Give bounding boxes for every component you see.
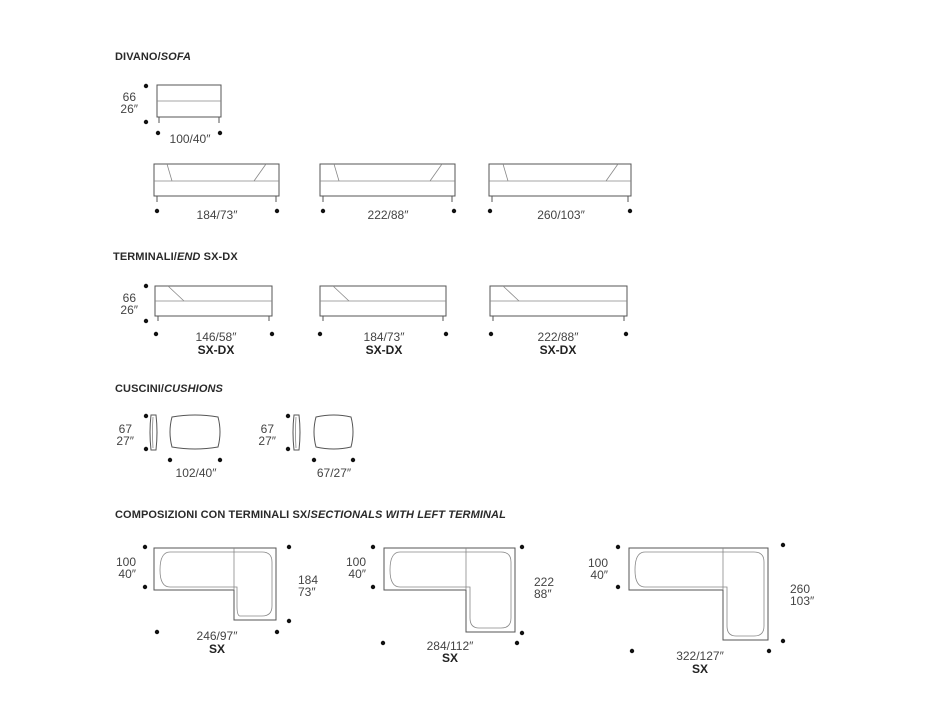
dimension-dot	[143, 83, 149, 89]
dimension-dot	[627, 208, 633, 214]
dimension-dot	[217, 457, 223, 463]
terminal-width-184: 184/73″	[363, 330, 405, 344]
sectional-side-in: 73″	[298, 585, 316, 599]
terminal-width-222: 222/88″	[537, 330, 579, 344]
dimension-dot	[370, 584, 376, 590]
dimension-dot	[629, 648, 635, 654]
dimension-dot	[285, 446, 291, 452]
dimension-dot	[167, 457, 173, 463]
dimension-dot	[274, 208, 280, 214]
dimension-dot	[443, 331, 449, 337]
cushion-height-in: 27″	[258, 434, 276, 448]
dimension-dot	[143, 318, 149, 324]
cushion-width-102: 102/40″	[175, 466, 217, 480]
sectional-depth-in: 40″	[590, 568, 608, 582]
sectional-side-cm: 222	[534, 575, 555, 589]
dimension-dot	[274, 629, 280, 635]
sofa-height-cm: 66	[122, 90, 136, 104]
dimension-dot	[615, 544, 621, 550]
sofa-width-184: 184/73″	[196, 208, 238, 222]
sectional-side-cm: 260	[790, 582, 811, 596]
dimension-dot	[350, 457, 356, 463]
dimension-dot	[488, 331, 494, 337]
sectional-side-in: 103″	[790, 594, 815, 608]
sofa-222-drawing	[319, 163, 457, 214]
sectional-284-drawing	[370, 544, 525, 646]
sectional-depth-cm: 100	[345, 555, 366, 569]
section-title-terminals: TERMINALI/END SX-DX	[113, 251, 238, 263]
terminal-222-drawing	[488, 285, 629, 337]
dimension-dot	[154, 629, 160, 635]
sectional-depth-cm: 100	[115, 555, 136, 569]
dimension-dot	[143, 413, 149, 419]
dimension-dot	[370, 544, 376, 550]
section-title-cushions: CUSCINI/CUSHIONS	[115, 383, 223, 395]
dimension-dot	[615, 584, 621, 590]
dimension-dot	[153, 331, 159, 337]
terminal-height-in: 26″	[120, 303, 138, 317]
terminal-side-label: SX-DX	[197, 343, 235, 357]
sectional-depth-cm: 100	[587, 556, 608, 570]
dimension-dot	[155, 130, 161, 136]
section-title-sectionals: COMPOSIZIONI CON TERMINALI SX/SECTIONALS…	[115, 509, 506, 521]
sofa-height-in: 26″	[120, 102, 138, 116]
dimension-dot	[623, 331, 629, 337]
dimension-dot	[285, 413, 291, 419]
sectional-width-284: 284/112″	[426, 639, 474, 653]
terminal-side-label: SX-DX	[539, 343, 577, 357]
dimension-dot	[286, 618, 292, 624]
sofa-module-width: 100/40″	[169, 132, 211, 146]
dimension-dot	[519, 630, 525, 636]
dimension-dot	[286, 544, 292, 550]
dimension-dot	[269, 331, 275, 337]
terminal-height-cm: 66	[122, 291, 136, 305]
sectional-label: SX	[441, 651, 459, 665]
sofa-module-drawing	[143, 83, 223, 136]
terminal-side-label: SX-DX	[365, 343, 403, 357]
dimension-dot	[514, 640, 520, 646]
terminal-width-146: 146/58″	[195, 330, 237, 344]
dimension-dot	[143, 283, 149, 289]
sofa-260-drawing	[487, 163, 633, 214]
sectional-depth-in: 40″	[348, 567, 366, 581]
sectional-246-drawing	[142, 544, 292, 635]
dimension-dot	[519, 544, 525, 550]
sectional-side-cm: 184	[298, 573, 319, 587]
sofa-width-222: 222/88″	[367, 208, 409, 222]
cushion-width-67: 67/27″	[316, 466, 352, 480]
dimension-dot	[142, 584, 148, 590]
sectional-side-in: 88″	[534, 587, 552, 601]
dimension-dot	[780, 542, 786, 548]
terminal-184-drawing	[317, 285, 449, 337]
sectional-width-322: 322/127″	[676, 649, 724, 663]
section-title-sofa: DIVANO/SOFA	[115, 51, 192, 63]
cushion-67-drawing	[285, 413, 356, 463]
dimension-dot	[143, 119, 149, 125]
sofa-184-drawing	[153, 163, 280, 214]
sectional-322-drawing	[615, 542, 786, 654]
dimension-dot	[380, 640, 386, 646]
dimension-dot	[154, 208, 160, 214]
dimension-dot	[320, 208, 326, 214]
dimension-dot	[487, 208, 493, 214]
terminal-146-drawing	[143, 283, 275, 337]
dimension-dot	[766, 648, 772, 654]
dimension-dot	[311, 457, 317, 463]
dimension-dot	[217, 130, 223, 136]
sectional-label: SX	[691, 662, 709, 676]
cushion-height-cm: 67	[118, 422, 132, 436]
cushion-height-cm: 67	[260, 422, 274, 436]
dimension-dot	[317, 331, 323, 337]
dimension-dot	[780, 638, 786, 644]
dimension-dot	[142, 544, 148, 550]
sectional-width-246: 246/97″	[196, 629, 238, 643]
sectional-label: SX	[208, 642, 226, 656]
sofa-width-260: 260/103″	[537, 208, 585, 222]
dimension-dot	[451, 208, 457, 214]
cushion-height-in: 27″	[116, 434, 134, 448]
cushion-102-drawing	[143, 413, 223, 463]
dimension-dot	[143, 446, 149, 452]
sectional-depth-in: 40″	[118, 567, 136, 581]
